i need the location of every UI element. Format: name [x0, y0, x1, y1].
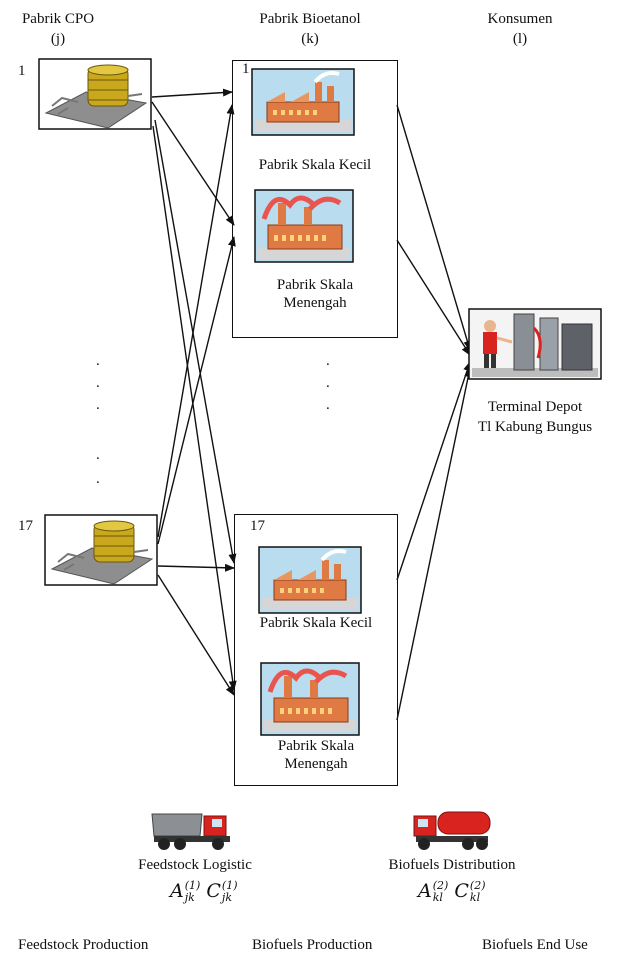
feedstock-cost-formula: A(1)jk C(1)jk: [170, 878, 238, 904]
bioetanol-group-1-box: [232, 60, 398, 338]
arrow-cpo1-to-k17-small: [154, 119, 237, 564]
arrow-cpo17-to-k17-medium: [157, 574, 235, 696]
stage-feedstock-production: Feedstock Production: [18, 937, 149, 953]
consumer-label-line1: Terminal Depot: [487, 399, 583, 415]
cpo-ellipsis-3: .: [96, 397, 100, 413]
arrow-k1-medium-to-consumer: [396, 239, 471, 356]
k1-medium-plant-label: Pabrik Skala Menengah: [276, 277, 354, 311]
distribution-a-sub: kl: [432, 891, 443, 904]
distribution-a-sup: (2): [432, 879, 449, 892]
arrow-cpo17-to-k1-small: [157, 104, 235, 538]
k17-medium-plant-label: Pabrik Skala Menengah: [277, 738, 355, 772]
cpo-ellipsis-2: .: [96, 375, 100, 391]
arrow-cpo17-to-k1-medium: [157, 236, 236, 545]
stage-biofuels-end-use: Biofuels End Use: [482, 937, 588, 953]
dump-truck-icon: [150, 806, 234, 852]
cpo-ellipsis-1: .: [96, 353, 100, 369]
distribution-cost-formula: A(2)kl C(2)kl: [418, 878, 486, 904]
medium-factory-icon: [254, 189, 354, 263]
cpo-node-17-label: 17: [18, 518, 33, 534]
tanker-truck-icon: [412, 806, 492, 852]
konsumen-column-index: (l): [512, 31, 528, 47]
k17-small-plant-label: Pabrik Skala Kecil: [259, 615, 373, 631]
bioetanol-ellipsis-3: .: [326, 397, 330, 413]
bioetanol-column-title: Pabrik Bioetanol: [259, 11, 361, 27]
biofuels-distribution-label: Biofuels Distribution: [388, 857, 516, 873]
cpo-ellipsis-5: .: [96, 471, 100, 487]
small-factory-icon: [251, 68, 355, 136]
small-factory-icon: [258, 546, 362, 614]
konsumen-column-title: Konsumen: [487, 11, 553, 27]
feedstock-a-sub: jk: [184, 891, 195, 904]
cpo-tank-icon: [44, 514, 158, 586]
feedstock-logistic-label: Feedstock Logistic: [138, 857, 252, 873]
bioetanol-group-17-label: 17: [250, 518, 265, 534]
arrow-cpo1-to-k1-medium: [151, 101, 235, 226]
arrow-cpo1-to-k1-small: [151, 88, 233, 98]
feedstock-c-sup: (1): [221, 879, 238, 892]
bioetanol-group-17-box: [234, 514, 398, 786]
arrow-cpo1-to-k17-medium: [152, 125, 237, 691]
cpo-column-index: (j): [50, 31, 66, 47]
distribution-c-sup: (2): [469, 879, 486, 892]
stage-biofuels-production: Biofuels Production: [252, 937, 373, 953]
distribution-a-symbol: A: [418, 880, 432, 902]
k1-small-plant-label: Pabrik Skala Kecil: [258, 157, 372, 173]
feedstock-c-sub: jk: [221, 891, 232, 904]
cpo-tank-icon: [38, 58, 152, 130]
bioetanol-ellipsis-1: .: [326, 353, 330, 369]
bioetanol-group-1-label: 1: [242, 61, 250, 77]
bioetanol-ellipsis-2: .: [326, 375, 330, 391]
arrow-k17-medium-to-consumer: [396, 367, 473, 721]
arrow-cpo17-to-k17-small: [157, 563, 235, 572]
medium-factory-icon: [260, 662, 360, 736]
feedstock-c-symbol: C: [206, 880, 221, 902]
feedstock-a-sup: (1): [184, 879, 201, 892]
feedstock-a-symbol: A: [170, 880, 184, 902]
cpo-column-title: Pabrik CPO: [21, 11, 95, 27]
fuel-pump-icon: [468, 308, 602, 380]
distribution-c-symbol: C: [454, 880, 469, 902]
arrow-k17-small-to-consumer: [396, 361, 471, 581]
distribution-c-sub: kl: [469, 891, 481, 904]
bioetanol-column-index: (k): [301, 31, 319, 47]
cpo-ellipsis-4: .: [96, 447, 100, 463]
cpo-node-1-label: 1: [18, 63, 26, 79]
consumer-label-line2: Tl Kabung Bungus: [477, 419, 593, 435]
arrow-k1-small-to-consumer: [396, 104, 472, 351]
